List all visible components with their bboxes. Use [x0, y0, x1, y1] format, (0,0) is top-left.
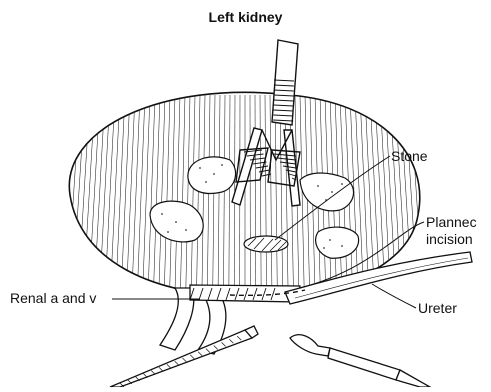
- diagram-title: Left kidney: [0, 9, 491, 26]
- planned-incision-label: Plannec incision: [426, 214, 491, 248]
- kidney-outline: [69, 92, 419, 296]
- renal-vessels-label: Renal a and v: [10, 290, 96, 307]
- ureter-label: Ureter: [418, 300, 457, 317]
- stone-label: Stone: [391, 148, 428, 165]
- ureter-leader: [372, 284, 416, 308]
- stone-shape: [244, 236, 288, 252]
- right-forceps: [290, 335, 430, 387]
